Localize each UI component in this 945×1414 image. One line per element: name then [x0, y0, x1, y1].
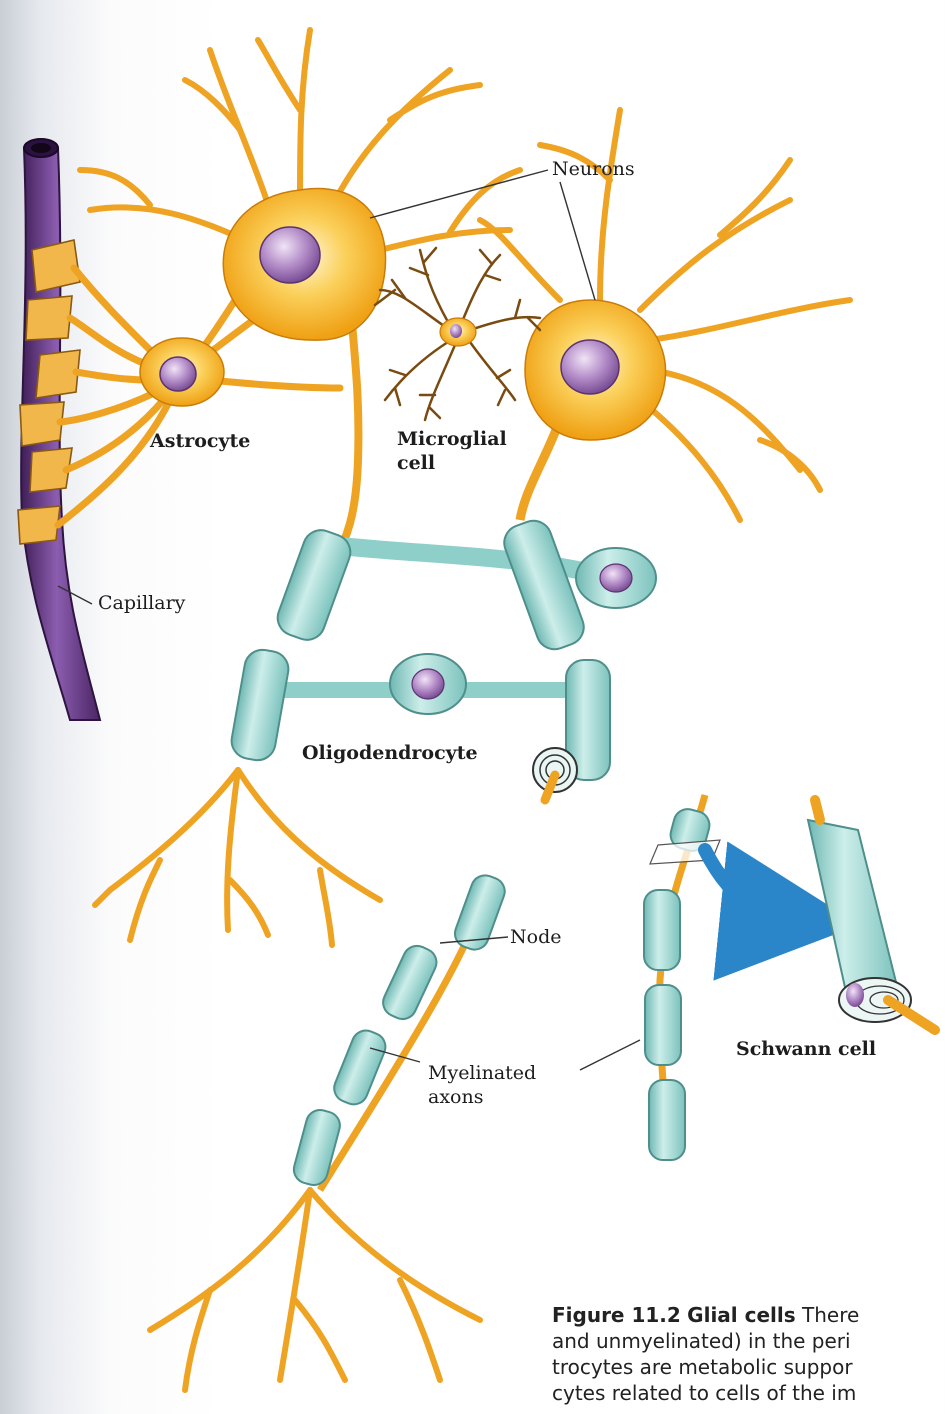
astrocyte-nucleus [160, 357, 196, 391]
label-myelinated-line2: axons [428, 1086, 483, 1108]
caption-line-3: trocytes are metabolic suppor [552, 1354, 945, 1380]
label-myelinated-line1: Myelinated [428, 1062, 536, 1084]
neuron-1-nucleus [260, 227, 320, 283]
axon-terminal-2 [150, 1190, 480, 1390]
zoom-arrow [705, 850, 790, 918]
label-neurons: Neurons [552, 158, 635, 180]
caption-figure-number: Figure 11.2 [552, 1303, 681, 1327]
label-capillary: Capillary [98, 592, 185, 614]
label-oligodendrocyte: Oligodendrocyte [302, 742, 478, 764]
neuron-2-dendrites [480, 110, 850, 520]
figure-caption: Figure 11.2 Glial cells There and unmyel… [552, 1302, 945, 1410]
label-microglial-line2: cell [397, 452, 435, 474]
label-microglial-line1: Microglial [397, 428, 507, 450]
axon-terminal-1 [95, 770, 380, 945]
neuron-2-axon [520, 420, 560, 520]
neuron-1-axon [335, 300, 358, 560]
label-schwann-cell: Schwann cell [736, 1038, 876, 1060]
schwann-cell-detail [808, 800, 935, 1030]
label-astrocyte: Astrocyte [150, 430, 250, 452]
caption-line-2: and unmyelinated) in the peri [552, 1328, 945, 1354]
label-node: Node [510, 926, 561, 948]
caption-line-4: cytes related to cells of the im [552, 1380, 945, 1406]
caption-line-1: Figure 11.2 Glial cells There [552, 1302, 945, 1328]
caption-line1-rest: There [802, 1303, 859, 1327]
neuron-2-nucleus [561, 340, 619, 394]
microglial-cell [375, 248, 540, 420]
caption-figure-title: Glial cells [687, 1303, 795, 1327]
myelinated-axon-center [291, 871, 509, 1190]
